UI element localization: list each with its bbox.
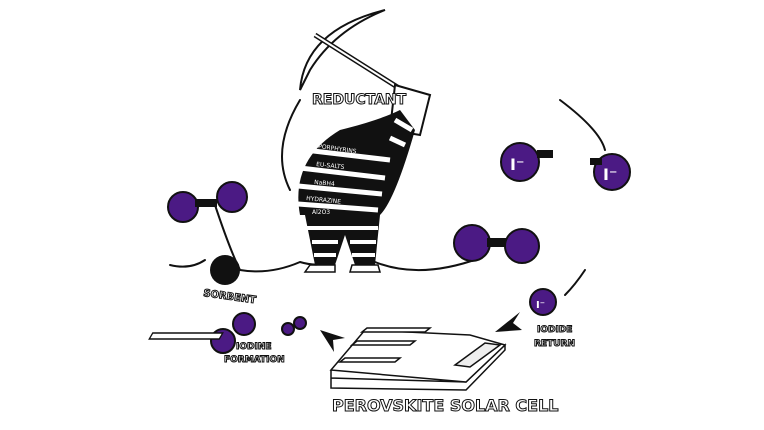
cycle-arc-right [559,99,606,151]
ion-label: I⁻ [603,165,617,184]
chain [214,204,336,273]
arrow-down-left-icon [495,312,522,332]
iodide-return-label-2: RETURN [534,339,575,349]
sorbent-ball [210,255,240,285]
iodine-molecule-right [453,224,540,264]
reductant-label: REDUCTANT [312,92,407,108]
prisoner-figure: PORPHYRINS EU-SALTS NaBH4 HYDRAZINE Al2O… [297,83,432,273]
solar-cell-icon [148,327,507,391]
stripe-label: Al2O3 [312,209,330,216]
iodide-ion: I⁻ [590,153,631,191]
arrow-left-icon [320,330,345,352]
iodide-return-label-1: IODIDE [537,325,572,335]
cycle-arc-right-low [564,269,586,296]
stripe-label: EU-SALTS [316,161,345,171]
stripe-label: NaBH4 [314,179,335,188]
iodine-molecule-left [167,181,248,223]
ion-label: I⁻ [510,155,524,174]
cycle-arc-left [281,99,301,191]
iodide-ion: I⁻ [500,142,553,182]
iodine-formation-label-1: IODINE [236,342,272,352]
ion-label: I⁻ [536,300,545,311]
pickaxe-icon [299,9,412,98]
solar-cell-label: PEROVSKITE SOLAR CELL [332,396,558,415]
sorbent-label: SORBENT [203,288,257,306]
iodine-formation-label-2: FORMATION [224,355,285,365]
chain [374,257,481,272]
chain [169,259,206,268]
stripe-label: HYDRAZINE [306,195,342,206]
iodide-ion-return: I⁻ [529,288,557,316]
